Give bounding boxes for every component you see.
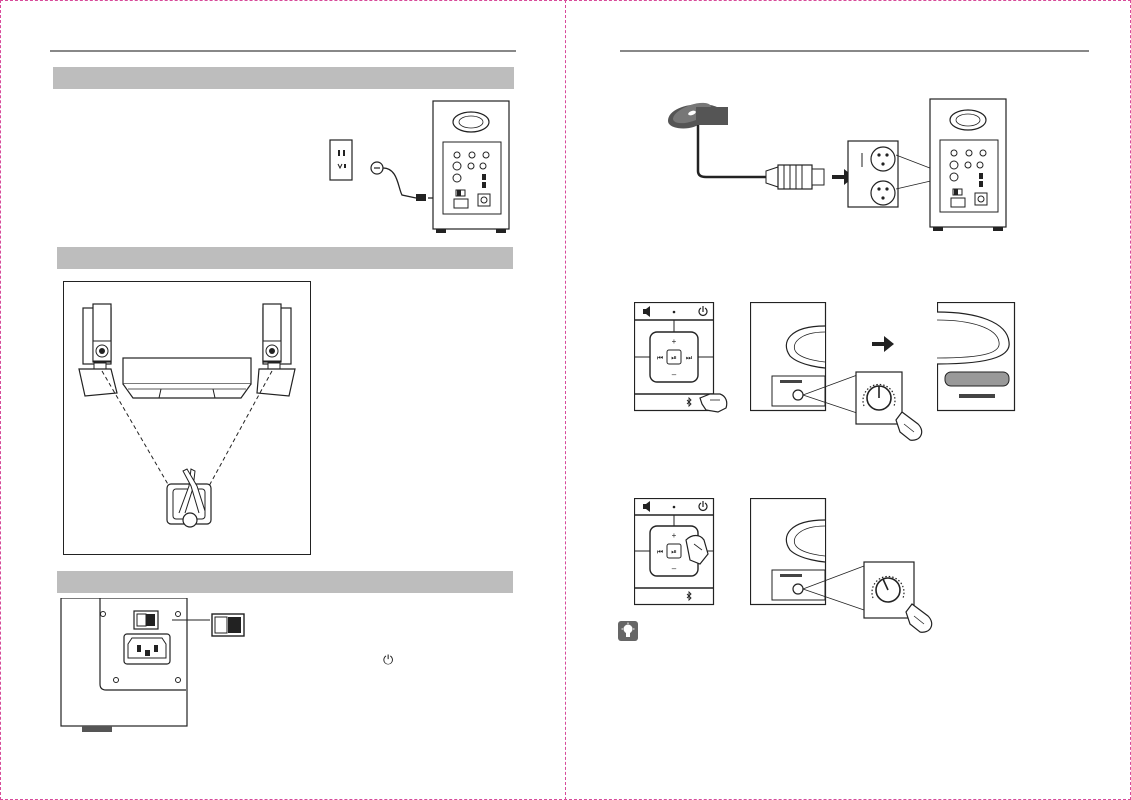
right-top-rule <box>620 50 1089 52</box>
ac-inlet-icon <box>123 633 171 665</box>
svg-text:⏮: ⏮ <box>657 355 663 362</box>
brand-logo-icon <box>959 394 995 398</box>
pressing-finger-icon <box>685 534 709 565</box>
pointing-hand-icon <box>699 393 728 413</box>
bluetooth-icon-2 <box>686 590 692 602</box>
svg-text:⏯: ⏯ <box>671 355 677 362</box>
left-top-rule <box>50 50 516 52</box>
speaker-front-volume-2 <box>750 498 940 638</box>
svg-text:–: – <box>672 370 677 379</box>
svg-text:+: + <box>672 337 677 346</box>
power-connection-illustration <box>320 98 515 238</box>
svg-text:–: – <box>672 564 677 573</box>
power-symbol-icon: ⏻ <box>383 652 394 667</box>
turning-hand-icon-2 <box>905 603 933 633</box>
speaker-rear-icon-right <box>929 98 1007 231</box>
svg-text:⏯: ⏯ <box>671 549 677 556</box>
volume-knob-icon-2 <box>863 561 915 619</box>
audio-source-disc-icon <box>668 102 728 129</box>
mute-icon-2 <box>643 501 650 512</box>
speaker-placement-diagram <box>63 281 311 555</box>
power-switch-illustration <box>60 598 260 738</box>
volume-knob-icon <box>855 371 903 425</box>
power-plug-icon <box>370 161 442 202</box>
listener-icon <box>166 468 212 528</box>
audio-source-illustration <box>662 93 1012 238</box>
remote-control-2: + – ⏮ ⏯ <box>634 498 734 608</box>
xlr-input-panel-icon <box>847 140 949 208</box>
right-speaker-icon <box>256 303 296 397</box>
speaker-front-result <box>937 302 1017 414</box>
turning-hand-icon <box>895 411 923 441</box>
tv-console-icon <box>122 357 252 399</box>
mute-icon <box>643 306 650 317</box>
section-band-power-switch <box>57 571 513 593</box>
bluetooth-icon <box>686 396 692 408</box>
xlr-plug-icon <box>765 164 825 190</box>
section-band-power-connection <box>53 67 514 89</box>
transition-arrow-icon <box>872 336 894 352</box>
left-speaker-icon <box>78 303 118 397</box>
wall-outlet-icon <box>329 139 353 181</box>
switch-state-icon <box>211 613 245 637</box>
remote-control-1: + – ⏮ ⏯ ⏭ <box>634 302 734 414</box>
speaker-front-volume-1 <box>750 302 940 442</box>
svg-text:+: + <box>672 531 677 540</box>
svg-text:⏭: ⏭ <box>686 355 693 362</box>
svg-text:⏮: ⏮ <box>657 549 663 556</box>
power-switch-icon <box>133 610 159 630</box>
bulb-icon <box>618 621 638 641</box>
speaker-rear-icon <box>432 100 510 233</box>
section-band-speaker-placement <box>57 247 513 269</box>
page-fold-line <box>565 0 566 800</box>
power-icon <box>698 306 708 316</box>
power-icon-2 <box>698 501 708 511</box>
